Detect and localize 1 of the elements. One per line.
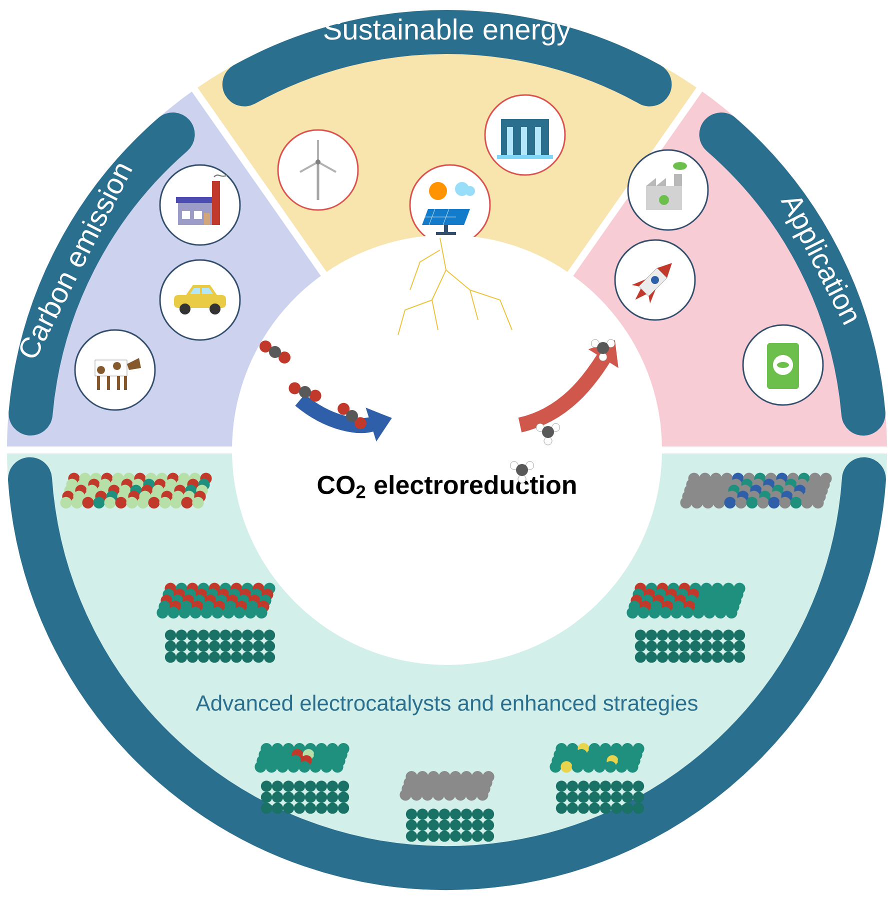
section-title: Advanced electrocatalysts and enhanced strategies <box>196 694 698 716</box>
